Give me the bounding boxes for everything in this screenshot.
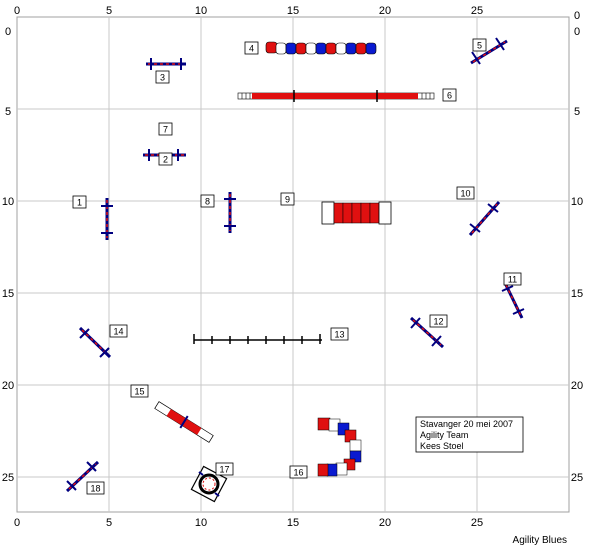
y-tick: 25: [571, 472, 583, 484]
number-label: 5: [472, 38, 487, 52]
number-label: 15: [130, 384, 149, 398]
x-tick: 25: [471, 5, 483, 17]
tyre-obstacle: [190, 465, 228, 503]
tunnel-obstacle: [321, 201, 392, 225]
x-tick: 10: [195, 517, 207, 529]
x-tick: 15: [287, 5, 299, 17]
jump-obstacle: [470, 37, 508, 65]
y-tick: 10: [571, 196, 583, 208]
number-label-9: 9: [285, 195, 290, 205]
x-tick: 10: [195, 5, 207, 17]
x-axis-top: 0 5 10 15 20 25 0: [14, 5, 580, 22]
y-tick: 0: [5, 26, 11, 38]
number-label-8: 8: [205, 197, 210, 207]
number-label-10: 10: [460, 189, 470, 199]
y-tick: 5: [574, 106, 580, 118]
number-label: 4: [244, 41, 259, 55]
y-tick: 25: [2, 472, 14, 484]
y-tick: 20: [2, 380, 14, 392]
number-label: 10: [456, 186, 475, 200]
jump-obstacle: [409, 316, 445, 349]
footer-brand: Agility Blues: [512, 535, 567, 546]
number-label: 14: [109, 324, 128, 338]
number-label: 3: [155, 70, 170, 84]
jump-obstacle: [146, 58, 186, 70]
info-line-2: Agility Team: [420, 430, 468, 440]
y-tick: 0: [574, 26, 580, 38]
number-label-3: 3: [160, 73, 165, 83]
number-label: 11: [503, 272, 522, 286]
tunnel-obstacle: [317, 417, 362, 477]
jump-obstacle: [468, 201, 501, 236]
x-tick: 5: [106, 5, 112, 17]
y-tick: 15: [2, 288, 14, 300]
number-label: 17: [215, 462, 234, 476]
number-label-2: 2: [163, 155, 168, 165]
jump-obstacle: [224, 192, 236, 233]
number-label-13: 13: [334, 330, 344, 340]
x-tick: 0: [574, 10, 580, 22]
x-axis-bottom: 0 5 10 15 20 25: [14, 517, 483, 529]
number-label: 7: [158, 122, 173, 136]
number-label: 16: [289, 465, 308, 479]
number-label-7: 7: [163, 125, 168, 135]
number-label: 18: [86, 481, 105, 495]
y-tick: 5: [5, 106, 11, 118]
number-label: 8: [200, 194, 215, 208]
jump-obstacle: [101, 198, 113, 240]
dogwalk-obstacle: [237, 90, 435, 102]
number-label-17: 17: [219, 465, 229, 475]
x-tick: 5: [106, 517, 112, 529]
y-tick: 15: [571, 288, 583, 300]
number-label-4: 4: [249, 44, 254, 54]
number-label-15: 15: [134, 387, 144, 397]
number-label-6: 6: [447, 91, 452, 101]
number-label: 1: [72, 195, 87, 209]
y-axis-left: 0 5 10 15 20 25: [2, 26, 14, 484]
number-label-12: 12: [433, 317, 443, 327]
y-axis-right: 0 5 10 15 20 25: [571, 26, 583, 484]
number-label-14: 14: [113, 327, 123, 337]
number-label: 12: [429, 314, 448, 328]
seesaw-obstacle: [154, 401, 214, 443]
number-label-5: 5: [477, 41, 482, 51]
number-label: 2: [158, 152, 173, 166]
info-box: Stavanger 20 mei 2007 Agility Team Kees …: [415, 416, 524, 453]
x-tick: 20: [379, 5, 391, 17]
number-label-11: 11: [508, 275, 517, 285]
number-label: 6: [442, 88, 457, 102]
info-line-3: Kees Stoel: [420, 441, 464, 451]
info-line-1: Stavanger 20 mei 2007: [420, 419, 513, 429]
weave-poles-obstacle: [193, 334, 322, 344]
y-tick: 10: [2, 196, 14, 208]
x-tick: 0: [14, 517, 20, 529]
number-label: 9: [280, 192, 295, 206]
tunnel-obstacle: [265, 41, 377, 55]
number-label-16: 16: [293, 468, 303, 478]
x-tick: 20: [379, 517, 391, 529]
number-label: 13: [330, 327, 349, 341]
x-tick: 0: [14, 5, 20, 17]
x-tick: 25: [471, 517, 483, 529]
jump-obstacle: [78, 326, 112, 359]
jump-obstacle: [501, 282, 525, 319]
jump-obstacle: [65, 460, 100, 493]
x-tick: 15: [287, 517, 299, 529]
number-label-18: 18: [90, 484, 100, 494]
y-tick: 20: [571, 380, 583, 392]
number-label-1: 1: [77, 198, 82, 208]
